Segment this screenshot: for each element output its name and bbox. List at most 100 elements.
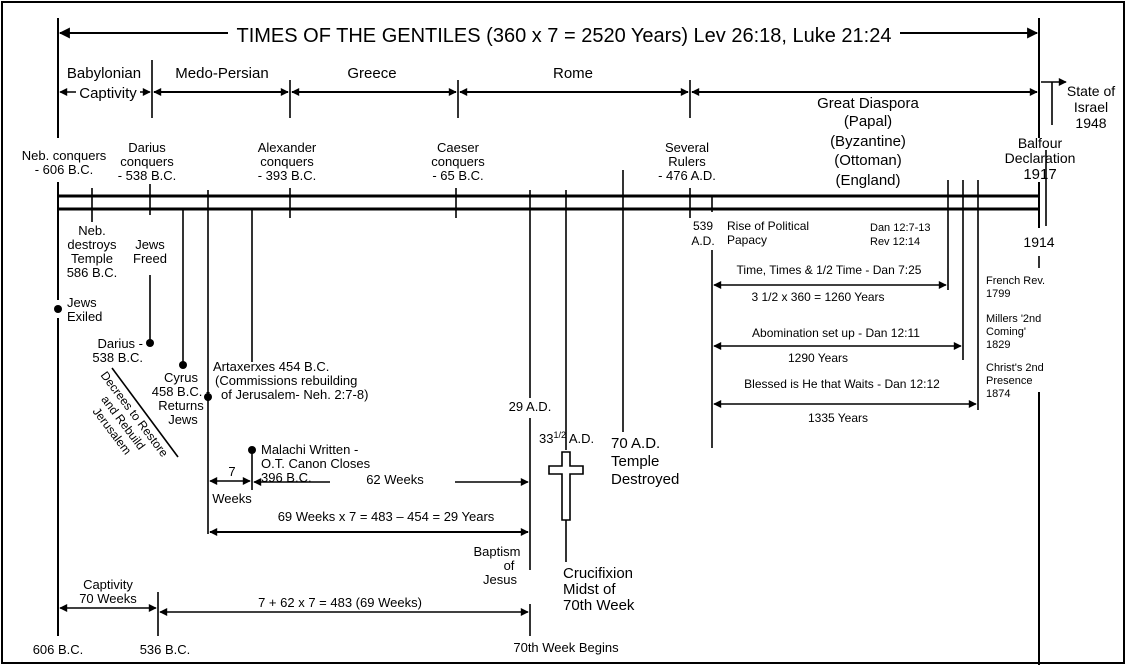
era-byzantine: (Byzantine) (830, 133, 906, 150)
dot-cyrus (179, 361, 187, 369)
baptism-2: of (504, 558, 515, 573)
crucifixion-1: Crucifixion (563, 565, 633, 582)
alexander-2: conquers (260, 154, 314, 169)
dot-malachi (248, 446, 256, 454)
millers-3: 1829 (986, 339, 1010, 351)
jews-exiled-1: Jews (67, 295, 97, 310)
captivity70-1: Captivity (83, 577, 133, 592)
balfour-2: Declaration (1005, 150, 1076, 166)
rulers-1: Several (665, 140, 709, 155)
diagram-title: TIMES OF THE GENTILES (360 x 7 = 2520 Ye… (237, 25, 892, 47)
label-29ad: 29 A.D. (509, 399, 552, 414)
millers-1: Millers '2nd (986, 313, 1041, 325)
jews-exiled-2: Exiled (67, 309, 102, 324)
cross-icon (548, 451, 584, 521)
israel-line2: Israel (1074, 99, 1108, 115)
artaxerxes-3: of Jerusalem- Neh. 2:7-8) (221, 387, 368, 402)
label-33ad: 331/2 A.D. (539, 430, 594, 446)
malachi-2: O.T. Canon Closes (261, 456, 371, 471)
neb-conquers-1: Neb. conquers (22, 148, 107, 163)
israel-line1: State of (1067, 83, 1115, 99)
presence-2: Presence (986, 375, 1032, 387)
artaxerxes-1: Artaxerxes 454 B.C. (213, 359, 329, 374)
caeser-3: - 65 B.C. (432, 168, 483, 183)
millers-2: Coming' (986, 326, 1026, 338)
french-rev-2: 1799 (986, 288, 1010, 300)
cyrus-1: Cyrus (164, 370, 198, 385)
dot-darius (146, 339, 154, 347)
balfour-3: 1917 (1023, 166, 1056, 183)
neb-destroys-2: destroys (67, 237, 117, 252)
neb-destroys-4: 586 B.C. (67, 265, 118, 280)
dot-jews-exiled (54, 305, 62, 313)
crucifixion-2: Midst of (563, 581, 616, 598)
darius-538-2: 538 B.C. (92, 350, 143, 365)
label-1914: 1914 (1023, 234, 1054, 250)
bottom-536bc: 536 B.C. (140, 642, 191, 657)
era-england: (England) (835, 172, 900, 189)
cyrus-3: Returns (158, 398, 204, 413)
span-62: 62 Weeks (366, 472, 424, 487)
captivity70-2: 70 Weeks (79, 591, 137, 606)
formula-483: 7 + 62 x 7 = 483 (69 Weeks) (258, 595, 422, 610)
alexander-3: - 393 B.C. (258, 168, 317, 183)
dot-artaxerxes (204, 393, 212, 401)
darius-538-1: Darius - (97, 336, 143, 351)
era-papal: (Papal) (844, 113, 892, 130)
caeser-2: conquers (431, 154, 485, 169)
span-weeks: Weeks (212, 491, 252, 506)
era-greece: Greece (347, 65, 396, 82)
malachi-1: Malachi Written - (261, 442, 358, 457)
cyrus-4: Jews (168, 412, 198, 427)
papacy-2: Papacy (727, 233, 767, 247)
span-time-times: Time, Times & 1/2 Time - Dan 7:25 (737, 263, 922, 277)
span-1260: 3 1/2 x 360 = 1260 Years (751, 290, 884, 304)
caeser-1: Caeser (437, 140, 480, 155)
cyrus-2: 458 B.C. - (152, 384, 211, 399)
baptism-1: Baptism (474, 544, 521, 559)
presence-1: Christ's 2nd (986, 362, 1044, 374)
baptism-3: Jesus (483, 572, 517, 587)
neb-destroys-1: Neb. (78, 223, 105, 238)
ad539-1: 539 (693, 219, 713, 233)
dan-rev-2: Rev 12:14 (870, 236, 920, 248)
dan-rev-1: Dan 12:7-13 (870, 222, 931, 234)
span-7: 7 (228, 464, 235, 479)
alexander-1: Alexander (258, 140, 317, 155)
artaxerxes-2: (Commissions rebuilding (215, 373, 357, 388)
jews-freed-2: Freed (133, 251, 167, 266)
span-69: 69 Weeks x 7 = 483 – 454 = 29 Years (278, 509, 495, 524)
bottom-606bc: 606 B.C. (33, 642, 84, 657)
span-1290: 1290 Years (788, 351, 848, 365)
seventieth-week-begins: 70th Week Begins (513, 640, 619, 655)
era-babylonian: Babylonian (67, 65, 141, 82)
temple-destroyed-1: 70 A.D. (611, 435, 660, 452)
span-1335: 1335 Years (808, 411, 868, 425)
era-captivity: Captivity (79, 85, 137, 102)
span-blessed: Blessed is He that Waits - Dan 12:12 (744, 377, 940, 391)
temple-destroyed-2: Temple (611, 453, 659, 470)
french-rev-1: French Rev. (986, 275, 1045, 287)
balfour-1: Balfour (1018, 135, 1063, 151)
neb-conquers-2: - 606 B.C. (35, 162, 94, 177)
darius-conquers-2: conquers (120, 154, 174, 169)
presence-3: 1874 (986, 388, 1010, 400)
rulers-2: Rulers (668, 154, 706, 169)
israel-line3: 1948 (1075, 115, 1106, 131)
era-medo-persian: Medo-Persian (175, 65, 268, 82)
darius-conquers-1: Darius (128, 140, 166, 155)
neb-destroys-3: Temple (71, 251, 113, 266)
rulers-3: - 476 A.D. (658, 168, 716, 183)
temple-destroyed-3: Destroyed (611, 471, 679, 488)
darius-conquers-3: - 538 B.C. (118, 168, 177, 183)
era-ottoman: (Ottoman) (834, 152, 902, 169)
papacy-1: Rise of Political (727, 219, 809, 233)
decrees-bar (111, 367, 179, 458)
ad539-2: A.D. (691, 234, 714, 248)
era-great-diaspora: Great Diaspora (817, 95, 919, 112)
era-rome: Rome (553, 65, 593, 82)
jews-freed-1: Jews (135, 237, 165, 252)
span-abomination: Abomination set up - Dan 12:11 (752, 326, 920, 340)
